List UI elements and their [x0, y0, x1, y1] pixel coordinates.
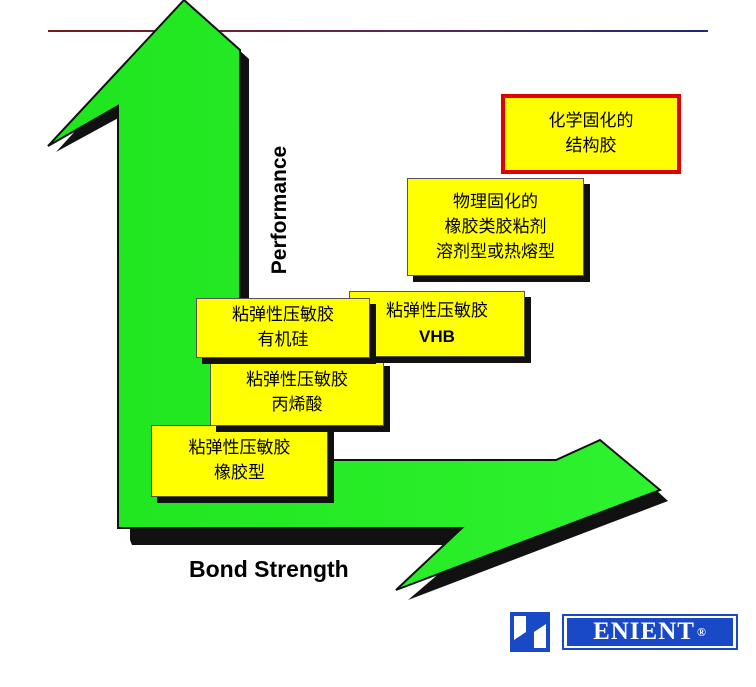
step-rubber-psa: 粘弹性压敏胶 橡胶型	[151, 425, 328, 497]
step-line: 粘弹性压敏胶	[386, 301, 488, 321]
step-line: 结构胶	[565, 136, 617, 156]
x-axis-label: Bond Strength	[189, 556, 349, 582]
step-line: 有机硅	[257, 330, 309, 350]
top-divider-line	[48, 30, 708, 32]
step-line: 粘弹性压敏胶	[188, 438, 291, 458]
logo-mark-icon	[510, 612, 550, 652]
step-vhb-psa: 粘弹性压敏胶 VHB	[349, 291, 525, 357]
step-line: 橡胶类胶粘剂	[444, 216, 547, 237]
enient-logo: ENIENT®	[510, 612, 742, 652]
step-silicone-psa: 粘弹性压敏胶 有机硅	[196, 298, 370, 358]
registered-mark: ®	[696, 624, 707, 639]
step-line: 化学固化的	[548, 111, 634, 131]
step-physical-cure-rubber-adhesive: 物理固化的 橡胶类胶粘剂 溶剂型或热熔型	[407, 178, 584, 276]
step-chemical-cure-structural-adhesive: 化学固化的 结构胶	[501, 94, 681, 174]
step-line: VHB	[419, 327, 455, 346]
step-line: 物理固化的	[453, 191, 538, 212]
step-line: 丙烯酸	[271, 395, 323, 415]
step-line: 橡胶型	[214, 463, 265, 483]
logo-wordmark: ENIENT®	[562, 614, 738, 650]
step-line: 粘弹性压敏胶	[232, 305, 334, 325]
logo-brand-text: ENIENT	[593, 618, 695, 645]
step-line: 溶剂型或热熔型	[436, 241, 555, 262]
step-acrylic-psa: 粘弹性压敏胶 丙烯酸	[210, 360, 384, 426]
step-line: 粘弹性压敏胶	[246, 370, 348, 390]
y-axis-label: Performance	[268, 145, 291, 275]
